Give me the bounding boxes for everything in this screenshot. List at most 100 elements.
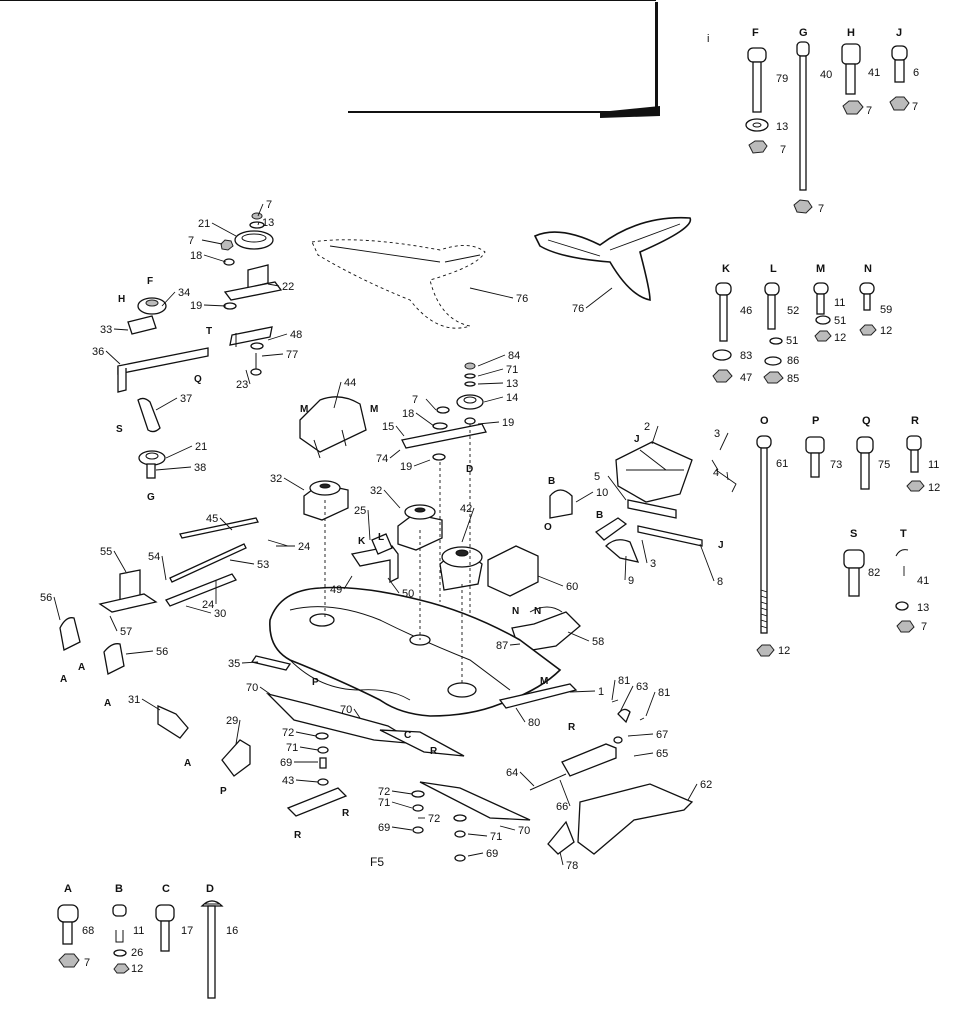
left-side-parts [59, 517, 531, 862]
callout-leader [477, 421, 500, 425]
callout-number: 76 [572, 303, 584, 315]
assembly-letter: R [342, 808, 350, 819]
hardware-key-n: N [864, 263, 872, 275]
callout-leader [461, 507, 475, 543]
callout-number: 8 [717, 576, 723, 588]
callout-leader [726, 471, 729, 481]
hardware-part: 7 [780, 144, 786, 156]
callout-number: 25 [354, 505, 366, 517]
assembly-letter: N [512, 606, 519, 617]
callout-leader [203, 304, 227, 307]
callout-leader [575, 491, 594, 503]
callout-number: 69 [378, 822, 390, 834]
hardware-part: 13 [776, 121, 788, 133]
mower-deck [269, 424, 578, 717]
hardware-part: 52 [787, 305, 799, 317]
callout-number: 72 [282, 727, 294, 739]
callout-leader [283, 477, 305, 491]
assembly-letter: M [300, 404, 308, 415]
hardware-part: 12 [880, 325, 892, 337]
callout-leader [267, 333, 288, 341]
callout-number: 31 [128, 694, 140, 706]
callout-number: 74 [376, 453, 388, 465]
callout-number: 67 [656, 729, 668, 741]
assembly-letter: B [548, 476, 555, 487]
callout-number: 80 [528, 717, 540, 729]
callout-number: 69 [280, 757, 292, 769]
callout-leader [651, 425, 659, 445]
callout-leader [267, 283, 280, 287]
callout-leader [387, 577, 400, 594]
hardware-key-j: J [896, 27, 902, 39]
callout-number: 62 [700, 779, 712, 791]
callout-leader [467, 833, 488, 837]
callout-leader [201, 239, 223, 245]
hardware-part: 12 [834, 332, 846, 344]
hardware-part: 82 [868, 567, 880, 579]
callout-number: 77 [286, 349, 298, 361]
callout-leader [699, 543, 715, 582]
hardware-key-q: Q [862, 415, 871, 427]
callout-number: 69 [486, 848, 498, 860]
callout-leader [259, 686, 271, 695]
hardware-key-f: F [752, 27, 759, 39]
callout-leader [105, 350, 121, 365]
figure-label: F5 [370, 855, 384, 869]
hardware-key-a: A [64, 883, 72, 895]
callout-number: 44 [344, 377, 356, 389]
callout-leader [633, 752, 654, 757]
hardware-part: 51 [834, 315, 846, 327]
callout-leader [611, 679, 616, 701]
callout-leader [687, 783, 698, 801]
hardware-part: 7 [921, 621, 927, 633]
assembly-letter: G [147, 492, 155, 503]
callout-number: 32 [370, 485, 382, 497]
callout-number: 84 [508, 350, 520, 362]
callout-number: 23 [236, 379, 248, 391]
callout-number: 56 [156, 646, 168, 658]
callout-leader [109, 615, 118, 632]
callout-leader [477, 368, 504, 377]
hardware-group-opqrst: O 61 12 P 73 Q 75 R 11 12 S 82 T 41 13 7 [756, 415, 940, 657]
center-assembly [299, 362, 737, 653]
callout-number: 7 [188, 235, 194, 247]
callout-leader [299, 746, 319, 751]
hardware-key-k: K [722, 263, 730, 275]
hardware-part: 40 [820, 69, 832, 81]
callout-number: 13 [262, 217, 274, 229]
hardware-group-fghj: F 79 13 7 G 40 7 H 41 7 J 6 7 [745, 27, 919, 215]
callout-number: 71 [378, 797, 390, 809]
callout-number: 66 [556, 801, 568, 813]
hardware-part: 13 [917, 602, 929, 614]
hardware-part: 47 [740, 372, 752, 384]
assembly-letter: J [634, 434, 640, 445]
hardware-group-klmn: K 46 83 47 L 52 51 86 85 M 11 51 12 N 59… [712, 263, 892, 385]
assembly-letter: T [206, 326, 212, 337]
callout-leader [113, 328, 129, 331]
hardware-part: 11 [133, 925, 144, 937]
callout-number: 21 [195, 441, 207, 453]
callout-leader [367, 509, 371, 541]
callout-leader [155, 397, 178, 411]
callout-leader [343, 575, 353, 590]
hardware-part: 75 [878, 459, 890, 471]
hardware-key-b: B [115, 883, 123, 895]
callout-number: 56 [40, 592, 52, 604]
callout-number: 45 [206, 513, 218, 525]
callout-leader [257, 203, 264, 217]
assembly-letter: P [220, 786, 227, 797]
callout-number: 38 [194, 462, 206, 474]
callout-number: 2 [644, 421, 650, 433]
assembly-letter: N [534, 606, 541, 617]
callout-leader [383, 489, 401, 509]
callout-number: 60 [566, 581, 578, 593]
callout-number: 54 [148, 551, 160, 563]
callout-leader [261, 353, 284, 357]
assembly-letter: D [466, 464, 473, 475]
callout-leader [537, 575, 564, 587]
callout-leader [353, 708, 361, 719]
hardware-part: 85 [787, 373, 799, 385]
callout-leader [499, 825, 516, 831]
callout-number: 9 [628, 575, 634, 587]
